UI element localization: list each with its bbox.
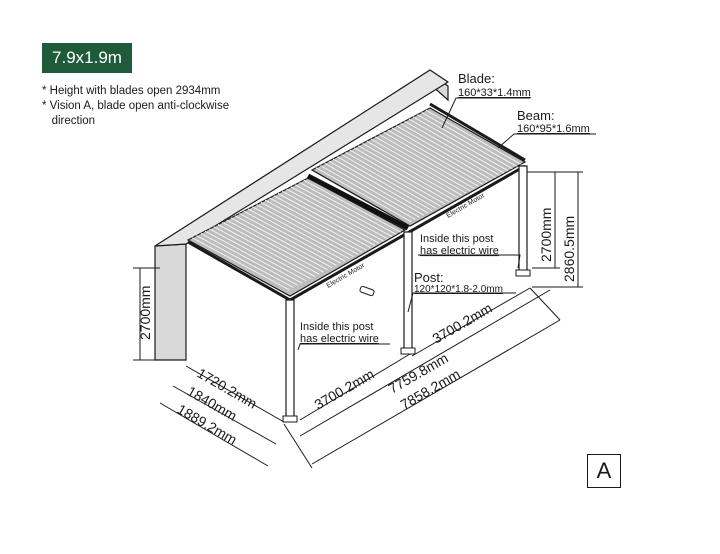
beam-spec: 160*95*1.6mm (517, 123, 590, 135)
roof-blades (192, 109, 522, 291)
divider-beam (306, 173, 410, 231)
post-front-left (285, 299, 295, 419)
remote-icon (359, 285, 375, 297)
size-badge: 7.9x1.9m (42, 43, 132, 73)
dim-span-right: 3700.2mm (430, 300, 495, 347)
blade-title: Blade: (458, 71, 495, 86)
notes: * Height with blades open 2934mm * Visio… (42, 84, 229, 129)
dim-height-right-total: 2860.5mm (561, 216, 577, 282)
beam-title: Beam: (517, 108, 555, 123)
wire-right-line1: Inside this post (420, 233, 493, 245)
side-beam (429, 102, 526, 162)
note-height: * Height with blades open 2934mm (42, 85, 221, 97)
dim-height-right-post: 2700mm (538, 208, 554, 262)
post-middle (403, 231, 413, 351)
dim-span-left: 3700.2mm (312, 366, 377, 413)
post-spec: 120*120*1.8-2.0mm (414, 284, 503, 295)
wire-left-line2: has electric wire (300, 333, 379, 345)
blade-spec: 160*33*1.4mm (458, 87, 531, 99)
roof-panel-left (186, 177, 407, 297)
wire-left-line1: Inside this post (300, 321, 373, 333)
wire-right-line2: has electric wire (420, 245, 499, 257)
wall-face (154, 69, 450, 247)
dim-height-left: 2700mm (137, 286, 153, 340)
view-letter: A (587, 454, 621, 488)
note-vision: * Vision A, blade open anti-clockwise (42, 100, 230, 112)
note-direction: direction (42, 115, 96, 127)
post-title: Post: (414, 270, 444, 285)
roof-panel-right (310, 107, 527, 227)
